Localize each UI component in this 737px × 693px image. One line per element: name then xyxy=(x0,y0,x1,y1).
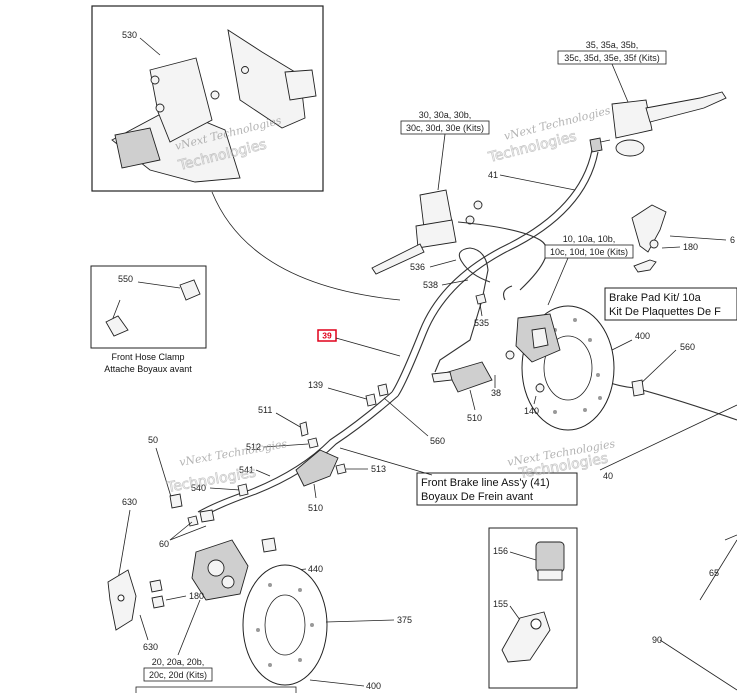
brake-lines xyxy=(197,149,737,517)
label-140: 140 xyxy=(524,406,539,416)
label-511: 511 xyxy=(258,405,272,415)
hose-clamp-inset: 550 Front Hose Clamp Attache Boyaux avan… xyxy=(90,265,207,374)
label-180-bottom: 180 xyxy=(189,591,204,601)
label-35-kits: 35c, 35d, 35e, 35f (Kits) xyxy=(564,53,660,63)
label-10: 10, 10a, 10b, xyxy=(563,234,616,244)
label-630-bottom: 630 xyxy=(143,642,158,652)
brake-line-callout-en: Front Brake line Ass'y (41) xyxy=(421,477,550,489)
label-510-upper: 510 xyxy=(467,413,482,423)
label-10-kits: 10c, 10d, 10e (Kits) xyxy=(550,247,628,257)
bleeder-assembly: 6 180 xyxy=(631,204,735,273)
brake-pad-callout-en: Brake Pad Kit/ 10a xyxy=(609,292,702,304)
lower-bracket: 630 630 xyxy=(107,497,158,652)
label-400-bottom: 400 xyxy=(366,681,381,691)
label-375: 375 xyxy=(397,615,412,625)
master-cylinder-right: 35, 35a, 35b, 35c, 35d, 35e, 35f (Kits) xyxy=(557,40,727,157)
label-40: 40 xyxy=(603,471,613,481)
label-538: 538 xyxy=(423,280,438,290)
label-560-top: 560 xyxy=(680,342,695,352)
label-35: 35, 35a, 35b, xyxy=(586,40,639,50)
label-156: 156 xyxy=(493,546,508,556)
label-535: 535 xyxy=(474,318,489,328)
brake-pad-callout-fr: Kit De Plaquettes De F xyxy=(609,306,721,318)
label-541: 541 xyxy=(239,465,254,475)
label-440: 440 xyxy=(308,564,323,574)
lower-caliper: 440 180 20, 20a, 20b, 20c, 20d (Kits) xyxy=(143,537,323,682)
label-90: 90 xyxy=(652,635,662,645)
label-530: 530 xyxy=(122,30,137,40)
label-560-mid: 560 xyxy=(430,436,445,446)
bracket-inset: 530 xyxy=(91,5,324,192)
label-50: 50 xyxy=(148,435,158,445)
highlight-box-39[interactable] xyxy=(317,329,337,342)
master-cylinder-left: 30, 30a, 30b, 30c, 30d, 30e (Kits) xyxy=(371,110,490,275)
label-65: 65 xyxy=(709,568,719,578)
hose-clamp-caption-fr: Attache Boyaux avant xyxy=(104,364,192,374)
label-139: 139 xyxy=(308,380,323,390)
label-30: 30, 30a, 30b, xyxy=(419,110,472,120)
label-512: 512 xyxy=(246,442,261,452)
label-536: 536 xyxy=(410,262,425,272)
label-550: 550 xyxy=(118,274,133,284)
label-513: 513 xyxy=(371,464,386,474)
label-39[interactable]: 39 xyxy=(322,331,332,341)
label-180-top: 180 xyxy=(683,242,698,252)
label-540: 540 xyxy=(191,483,206,493)
sensor-inset: 156 155 xyxy=(488,527,578,689)
label-6: 6 xyxy=(730,235,735,245)
hose-clamp-caption-en: Front Hose Clamp xyxy=(111,352,184,362)
label-41: 41 xyxy=(488,170,498,180)
watermark-3: vNext Technologies xyxy=(178,437,288,469)
label-30-kits: 30c, 30d, 30e (Kits) xyxy=(406,123,484,133)
brake-line-callout-fr: Boyaux De Frein avant xyxy=(421,491,533,503)
brake-disc-lower: 375 400 xyxy=(242,564,412,691)
label-20: 20, 20a, 20b, xyxy=(152,657,205,667)
label-20-kits: 20c, 20d (Kits) xyxy=(149,670,207,680)
label-630-top: 630 xyxy=(122,497,137,507)
brake-disc-upper: 400 560 xyxy=(505,305,695,431)
label-400-top: 400 xyxy=(635,331,650,341)
label-60: 60 xyxy=(159,539,169,549)
label-38: 38 xyxy=(491,388,501,398)
label-155: 155 xyxy=(493,599,508,609)
label-510-lower: 510 xyxy=(308,503,323,513)
